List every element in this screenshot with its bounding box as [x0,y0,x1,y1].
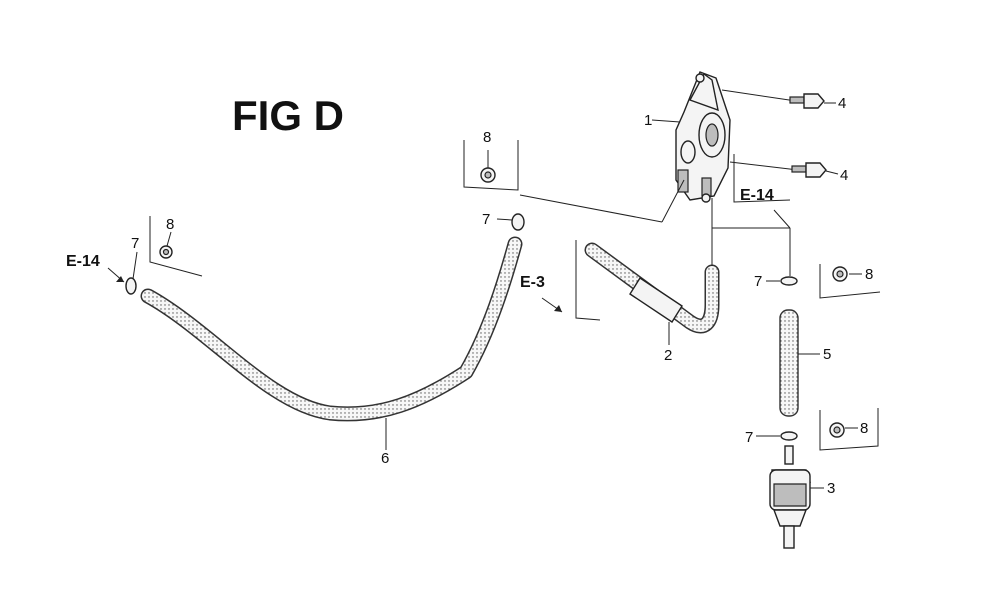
callout-5: 5 [823,346,831,363]
ref-e14-left: E-14 [66,253,100,270]
callout-7-right: 7 [754,273,762,290]
callout-8-left: 8 [166,216,174,233]
bracket-outlines [149,140,881,451]
reference-arrows [107,267,563,313]
callout-7-lower: 7 [745,429,753,446]
callout-6: 6 [381,450,389,467]
callout-4-upper: 4 [838,95,846,112]
clamp-8-left [159,245,173,259]
callout-8-lower: 8 [860,420,868,437]
callout-1: 1 [644,112,652,129]
clip-7-left [125,277,137,295]
figure-title: FIG D [232,92,344,139]
callout-3: 3 [827,480,835,497]
clamp-8-lower [829,422,845,438]
clamp-8-top [480,167,496,183]
bolt-upper [721,89,825,109]
hose-2 [584,242,720,334]
clamp-8-right [832,266,848,282]
clip-7-lower [780,431,798,441]
callout-2: 2 [664,347,672,364]
callout-8-top: 8 [483,129,491,146]
ref-e14-right: E-14 [740,187,774,204]
callout-7-left: 7 [131,235,139,252]
callout-4-lower: 4 [840,167,848,184]
clip-7-top [511,213,525,231]
ref-e3: E-3 [520,274,545,291]
fuel-pump [675,71,731,203]
leader-lines [132,102,862,489]
bolt-lower [729,161,827,178]
hose-5 [779,309,799,417]
hose-6 [140,236,523,422]
callout-8-right: 8 [865,266,873,283]
fuel-filter [769,445,811,549]
clip-7-right [780,276,798,286]
callout-7-top: 7 [482,211,490,228]
